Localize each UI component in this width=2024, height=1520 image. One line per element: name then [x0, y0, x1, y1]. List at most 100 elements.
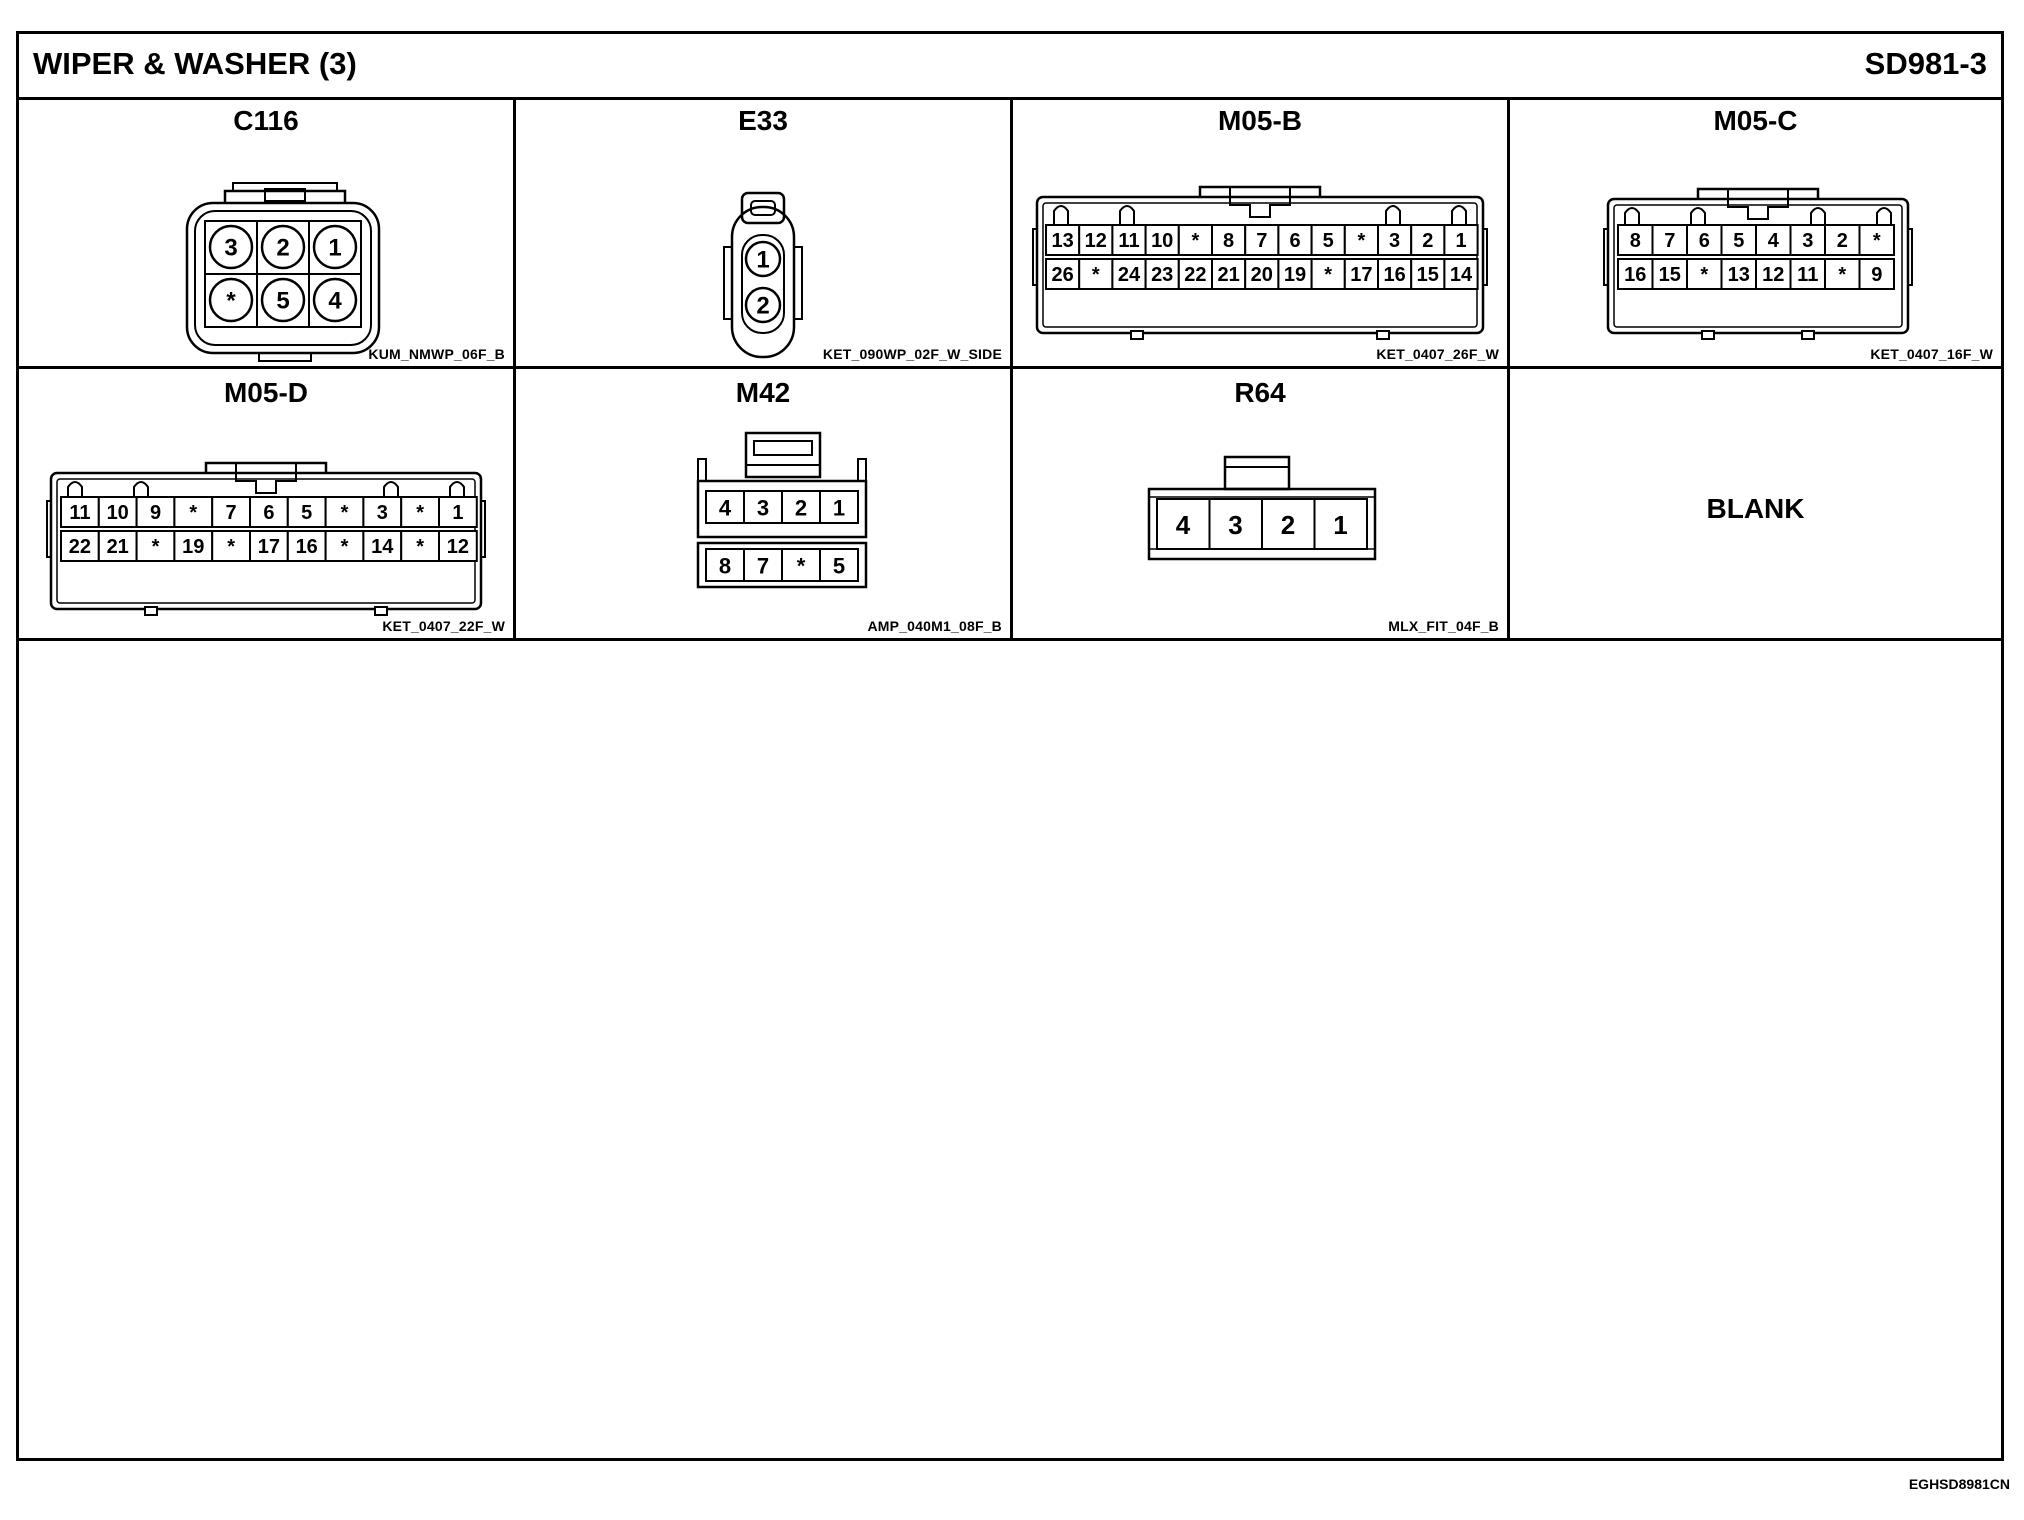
pin-number: 22 [1184, 264, 1206, 286]
pin-number: 1 [833, 496, 845, 521]
connector-outline [1810, 207, 1826, 229]
pin-number: 5 [1733, 230, 1744, 252]
pin-number: 3 [377, 502, 388, 524]
pin-number: 3 [1389, 230, 1400, 252]
pin-number: 4 [719, 496, 732, 521]
pin-number: 23 [1151, 264, 1173, 286]
pin-number: 24 [1118, 264, 1141, 286]
pin-cell [438, 496, 478, 528]
pin-cell [743, 548, 783, 582]
pin-cell [1078, 258, 1114, 290]
pin-number: 11 [1118, 230, 1139, 252]
pin-cell [1755, 258, 1792, 290]
pin-number: 6 [263, 502, 274, 524]
pin-cell [1244, 224, 1280, 256]
connector-outline [1606, 197, 1910, 335]
pin-cell [260, 224, 306, 270]
pin-number: 14 [1450, 264, 1473, 286]
pin-cell [249, 496, 289, 528]
pin-cell [1410, 258, 1446, 290]
pin-number: 3 [224, 235, 237, 262]
pin-number: 7 [757, 554, 769, 579]
connector-part-number: KUM_NMWP_06F_B [368, 346, 505, 362]
connector-part-number: MLX_FIT_04F_B [1388, 618, 1499, 634]
connector-outline [1198, 185, 1322, 197]
connector-outline [1624, 207, 1640, 229]
pin-number: 14 [371, 536, 394, 558]
pin-cell [1156, 498, 1211, 550]
connector-part-number: KET_0407_22F_W [382, 618, 505, 634]
pin-number: 12 [1085, 230, 1107, 252]
pin-cell [1686, 224, 1723, 256]
connector-outline [194, 210, 372, 346]
page-title: WIPER & WASHER (3) [33, 46, 357, 81]
pin-cell [744, 286, 782, 324]
pin-cell [1211, 224, 1247, 256]
connector-outline [744, 431, 822, 479]
empty-pin-marker: * [416, 502, 424, 524]
connector-outline [1385, 205, 1401, 227]
connector-outline [46, 500, 51, 558]
empty-pin-marker: * [1192, 230, 1200, 252]
connector-outline [264, 188, 306, 202]
empty-pin-marker: * [1324, 264, 1332, 286]
empty-pin-marker: * [1873, 230, 1881, 252]
pin-cell [819, 490, 859, 524]
pin-cell [1045, 258, 1081, 290]
connector-outline [1053, 205, 1069, 227]
page-header: WIPER & WASHER (3) SD981-3 [19, 34, 2001, 100]
pin-cell [1277, 258, 1313, 290]
connector-outline [258, 353, 312, 362]
pin-cell [1858, 224, 1895, 256]
connector-outline [204, 461, 328, 473]
pin-cell [312, 277, 358, 323]
connector-outline [741, 234, 785, 334]
pin-cell [208, 277, 254, 323]
connector-outline [697, 458, 707, 481]
pin-number: 1 [1333, 510, 1347, 540]
connector-outline [481, 500, 486, 558]
connector-outline [1727, 189, 1789, 220]
empty-pin-marker: * [341, 502, 349, 524]
connector-name: M42 [735, 377, 791, 408]
connector-outline [1376, 330, 1390, 340]
connector-outline [696, 479, 868, 539]
pin-number: 15 [1417, 264, 1439, 286]
pin-cell [135, 530, 176, 562]
pin-number: 9 [1871, 264, 1882, 286]
pin-cell [1343, 224, 1379, 256]
empty-pin-marker: * [1700, 264, 1708, 286]
pin-number: 4 [1768, 230, 1780, 252]
pin-number: 6 [1289, 230, 1300, 252]
pin-number: 1 [328, 235, 341, 262]
connector-outline [696, 541, 868, 589]
pin-number: 6 [1699, 230, 1710, 252]
pin-cell [312, 224, 358, 270]
pin-number: 8 [719, 554, 731, 579]
pin-number: 10 [1151, 230, 1173, 252]
pin-cell [1617, 258, 1654, 290]
pin-number: 2 [276, 235, 289, 262]
empty-pin-marker: * [797, 554, 806, 579]
connector-outline [740, 191, 786, 225]
pin-number: 26 [1051, 264, 1073, 286]
pin-cell [438, 530, 478, 562]
connector-outline [730, 205, 796, 359]
pin-cell [819, 548, 859, 582]
pin-number: 2 [1837, 230, 1848, 252]
pin-number: 17 [1350, 264, 1372, 286]
pin-number: 16 [296, 536, 318, 558]
pin-cell [362, 496, 403, 528]
pin-number: 4 [328, 288, 342, 315]
pin-cell [1144, 224, 1180, 256]
connector-outline [185, 201, 381, 355]
pin-number: 10 [107, 502, 129, 524]
connector-outline [1908, 228, 1913, 286]
